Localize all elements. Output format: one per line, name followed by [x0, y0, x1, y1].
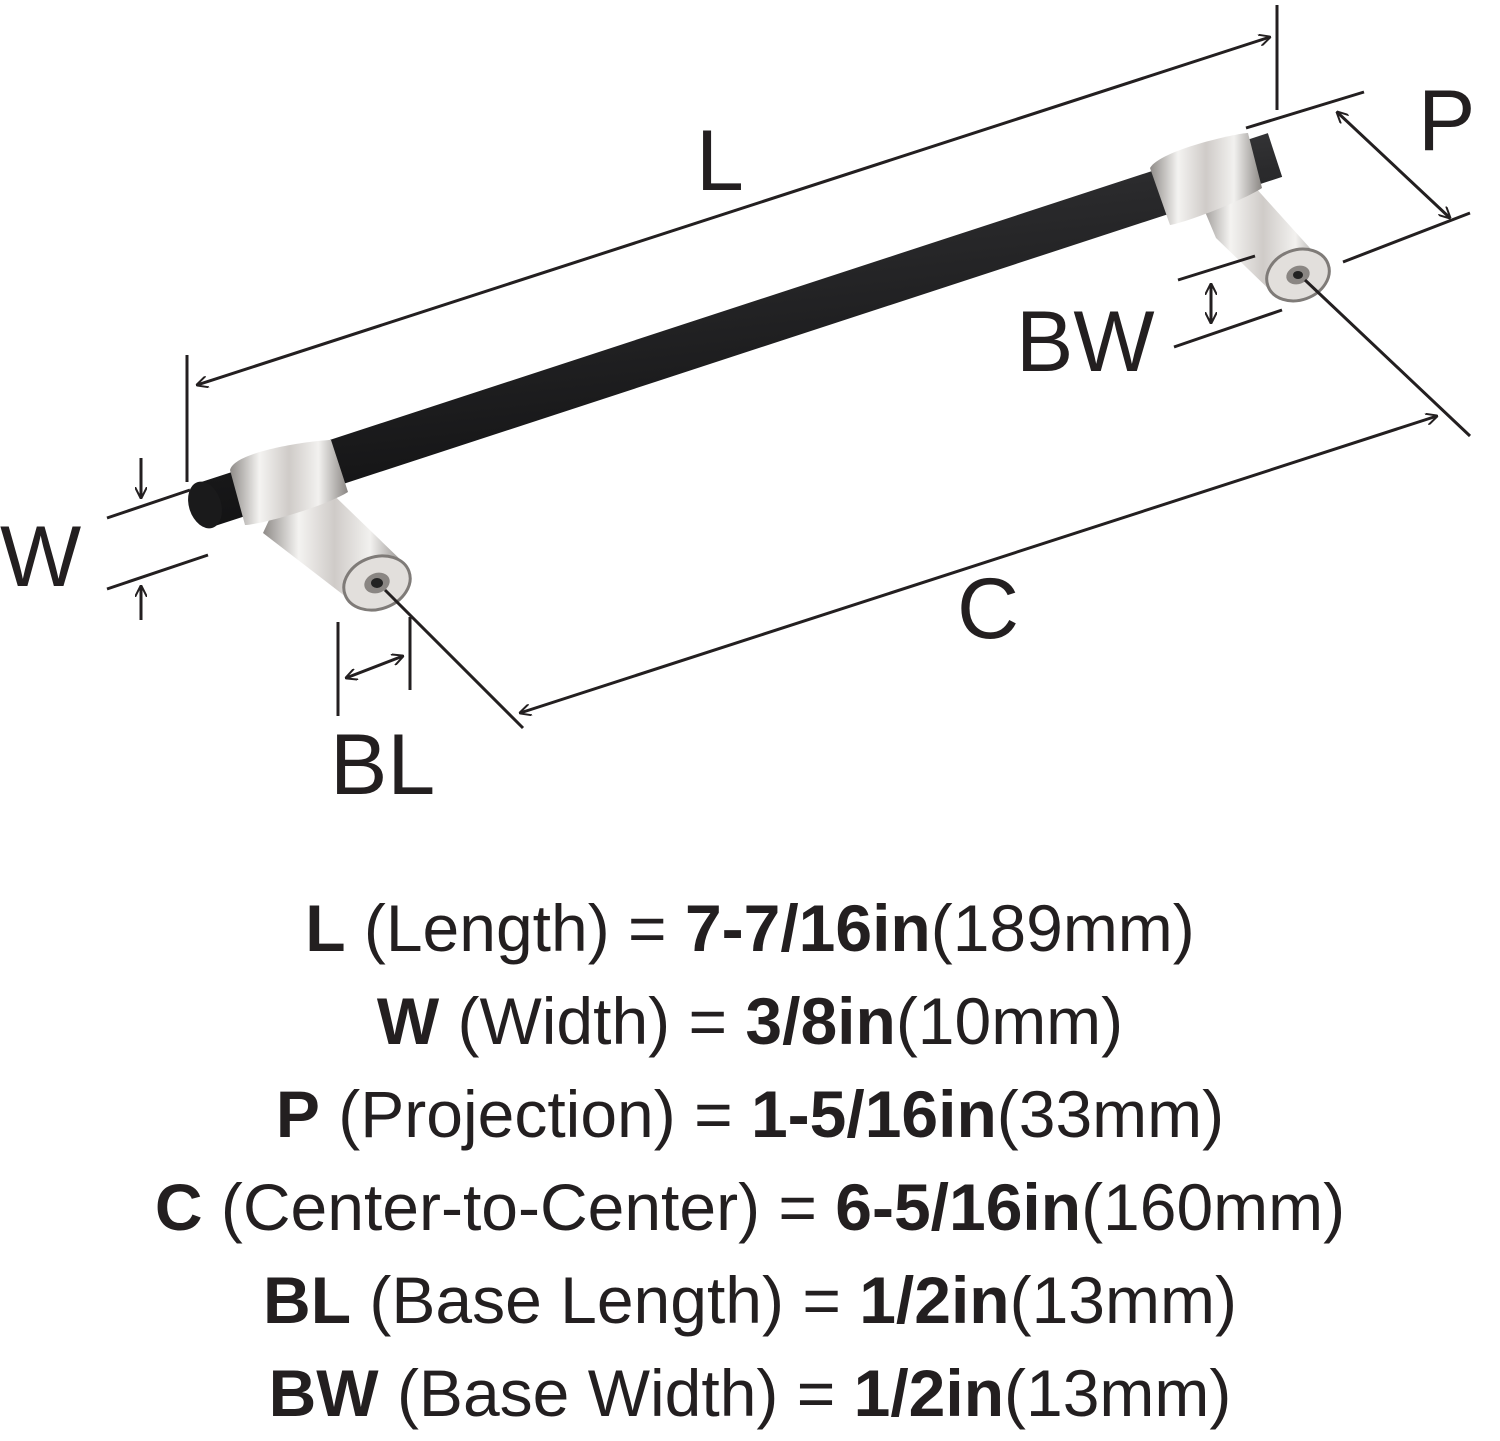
dim-base-width-line	[1173, 254, 1283, 349]
spec-symbol: BL	[263, 1263, 352, 1337]
spec-metric: (160mm)	[1081, 1170, 1346, 1244]
spec-imperial: 7-7/16in	[684, 891, 931, 965]
spec-symbol: BW	[268, 1356, 379, 1430]
spec-imperial: 1-5/16in	[750, 1077, 997, 1151]
spec-symbol: C	[154, 1170, 203, 1244]
spec-description: (Projection)	[338, 1077, 676, 1151]
spec-description: (Base Length)	[369, 1263, 784, 1337]
spec-description: (Center-to-Center)	[220, 1170, 761, 1244]
spec-equals: =	[688, 984, 728, 1058]
spec-metric: (13mm)	[1004, 1356, 1232, 1430]
spec-row-base-length: BL (Base Length) = 1/2in(13mm)	[0, 1254, 1500, 1347]
spec-metric: (189mm)	[930, 891, 1195, 965]
spec-description: (Length)	[363, 891, 610, 965]
spec-equals: =	[796, 1356, 836, 1430]
spec-description: (Base Width)	[396, 1356, 779, 1430]
spec-row-length: L (Length) = 7-7/16in(189mm)	[0, 882, 1500, 975]
spec-equals: =	[628, 891, 667, 965]
label-L: L	[696, 113, 744, 209]
label-BW: BW	[1016, 294, 1155, 390]
spec-row-base-width: BW (Base Width) = 1/2in(13mm)	[0, 1347, 1500, 1440]
dim-base-length-line	[336, 617, 412, 716]
spec-row-projection: P (Projection) = 1-5/16in(33mm)	[0, 1068, 1500, 1161]
spec-metric: (13mm)	[1009, 1263, 1237, 1337]
dim-length-line	[185, 5, 1279, 482]
spec-symbol: P	[275, 1077, 320, 1151]
spec-imperial: 1/2in	[853, 1356, 1005, 1430]
dim-center-line	[383, 278, 1472, 730]
dimension-spec-list: L (Length) = 7-7/16in(189mm) W (Width) =…	[0, 882, 1500, 1440]
spec-row-center-to-center: C (Center-to-Center) = 6-5/16in(160mm)	[0, 1161, 1500, 1254]
spec-metric: (10mm)	[895, 984, 1124, 1058]
label-BL: BL	[330, 717, 435, 813]
spec-description: (Width)	[457, 984, 671, 1058]
spec-equals: =	[694, 1077, 733, 1151]
dim-projection-line	[1245, 90, 1471, 264]
label-W: W	[0, 509, 81, 605]
spec-imperial: 6-5/16in	[835, 1170, 1082, 1244]
label-P: P	[1418, 73, 1475, 169]
spec-symbol: W	[376, 984, 440, 1058]
spec-imperial: 3/8in	[745, 984, 896, 1058]
spec-row-width: W (Width) = 3/8in(10mm)	[0, 975, 1500, 1068]
label-C: C	[957, 561, 1019, 657]
spec-equals: =	[778, 1170, 817, 1244]
spec-imperial: 1/2in	[859, 1263, 1010, 1337]
spec-metric: (33mm)	[996, 1077, 1225, 1151]
spec-equals: =	[802, 1263, 841, 1337]
handle-dimension-diagram: L P BW W C BL	[0, 5, 1475, 813]
spec-symbol: L	[305, 891, 346, 965]
dim-width-line	[106, 458, 209, 620]
